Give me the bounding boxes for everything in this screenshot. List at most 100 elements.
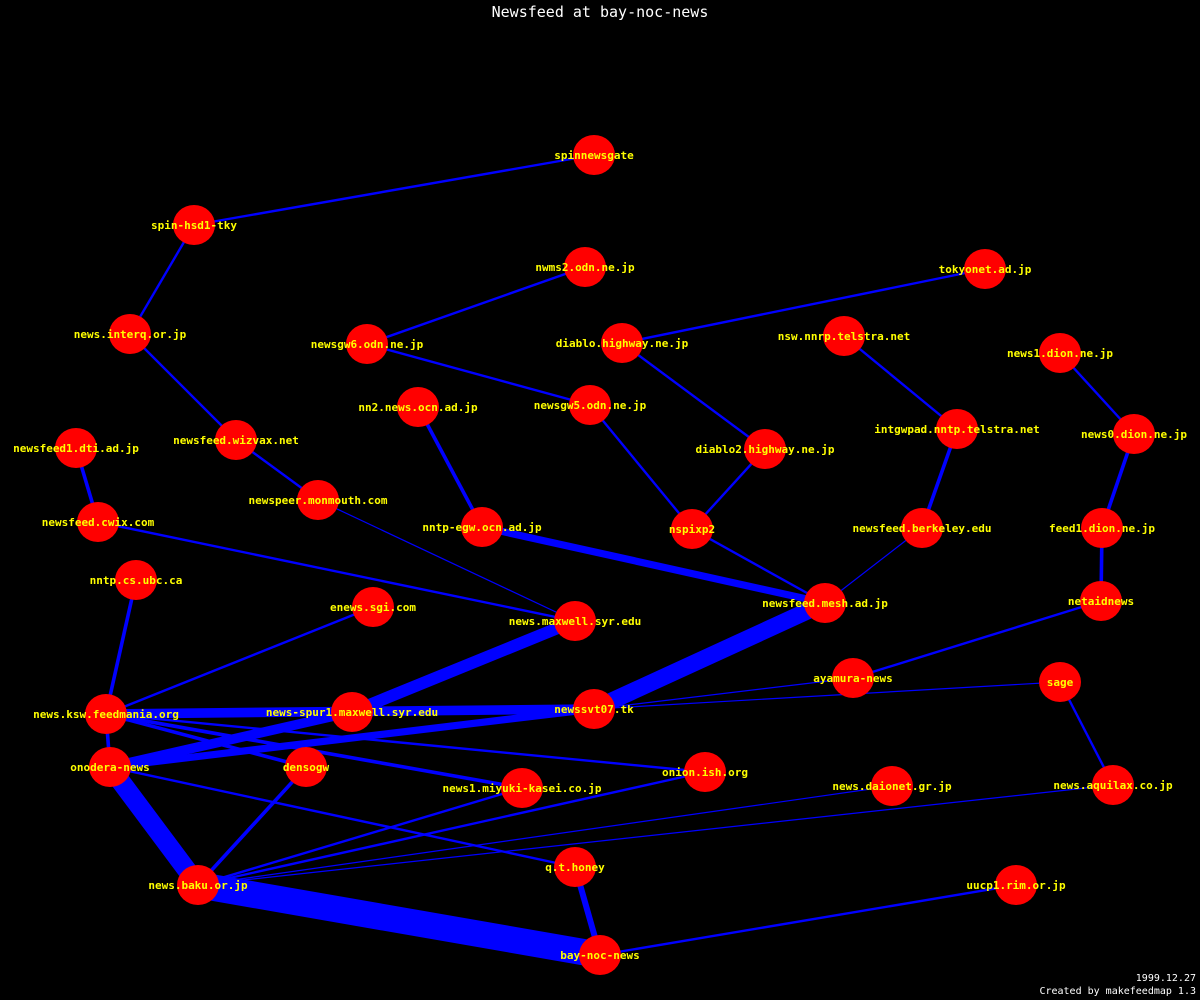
node-label: news1.dion.ne.jp <box>1007 347 1113 360</box>
feed-edge-diablo-highway-ne-jp-to-diablo2-highway-ne-jp <box>621 342 766 450</box>
node-circle <box>554 847 596 887</box>
node-label: newsfeed.wizvax.net <box>173 434 299 447</box>
node-diablo2-highway-ne-jp: diablo2.highway.ne.jp <box>695 429 835 469</box>
node-netaidnews: netaidnews <box>1068 581 1134 621</box>
node-circle <box>684 752 726 792</box>
feed-edge-news-ksw-feedmania-org-to-densogw <box>105 712 307 769</box>
node-sage: sage <box>1039 662 1081 702</box>
node-circle <box>832 658 874 698</box>
node-label: newsfeed.cwix.com <box>42 516 155 529</box>
node-news1-miyuki-kasei-co-jp: news1.miyuki-kasei.co.jp <box>443 768 602 808</box>
node-circle <box>77 502 119 542</box>
node-label: nwms2.odn.ne.jp <box>535 261 635 274</box>
node-circle <box>55 428 97 468</box>
node-label: ayamura-news <box>813 672 892 685</box>
feed-edge-news-interq-or-jp-to-newsfeed-wizvax-net <box>129 333 237 441</box>
node-circle <box>936 409 978 449</box>
node-feed1-dion-ne-jp: feed1.dion.ne.jp <box>1049 508 1155 548</box>
node-circle <box>579 935 621 975</box>
node-circle <box>995 865 1037 905</box>
node-circle <box>85 694 127 734</box>
node-circle <box>109 314 151 354</box>
feed-edge-newssvt07-tk-to-ayamura-news <box>593 677 854 710</box>
node-circle <box>671 509 713 549</box>
feed-edge-bay-noc-news-to-uucp1-rim-or-jp <box>599 883 1017 957</box>
node-nwms2-odn-ne-jp: nwms2.odn.ne.jp <box>535 247 635 287</box>
feed-edge-news-baku-or-jp-to-bay-noc-news <box>195 871 603 969</box>
node-circle <box>461 507 503 547</box>
node-label: news.ksw.feedmania.org <box>33 708 179 721</box>
node-circle <box>297 480 339 520</box>
node-newspeer-monmouth-com: newspeer.monmouth.com <box>248 480 388 520</box>
node-newsfeed-cwix-com: newsfeed.cwix.com <box>42 502 155 542</box>
node-nntp-cs-ubc-ca: nntp.cs.ubc.ca <box>90 560 183 600</box>
map-date: 1999.12.27 <box>1135 973 1196 984</box>
feed-edge-newsfeed-cwix-com-to-news-maxwell-syr-edu <box>97 520 576 623</box>
node-newsfeed-berkeley-edu: newsfeed.berkeley.edu <box>852 508 992 548</box>
edges-layer <box>74 153 1136 969</box>
node-circle <box>1081 508 1123 548</box>
node-circle <box>573 689 615 729</box>
feed-edge-tokyonet-ad-jp-to-diablo-highway-ne-jp <box>621 267 986 345</box>
node-onodera-news: onodera-news <box>70 747 150 787</box>
node-circle <box>115 560 157 600</box>
feed-edge-newsgw6-odn-ne-jp-to-newsgw5-odn-ne-jp <box>366 342 591 407</box>
feed-edge-newsgw5-odn-ne-jp-to-nspixp2 <box>589 404 693 530</box>
node-tokyonet-ad-jp: tokyonet.ad.jp <box>939 249 1032 289</box>
feed-edge-newsfeed-mesh-ad-jp-to-newssvt07-tk <box>590 595 829 717</box>
feed-edge-spinnewsgate-to-spin-hsd1-tky <box>193 153 595 227</box>
node-label: diablo2.highway.ne.jp <box>695 443 834 456</box>
node-q-t-honey: q.t.honey <box>545 847 605 887</box>
node-label: nntp.cs.ubc.ca <box>90 574 183 587</box>
node-label: newsgw5.odn.ne.jp <box>534 399 647 412</box>
node-nn2-news-ocn-ad-jp: nn2.news.ocn.ad.jp <box>358 387 478 427</box>
node-label: intgwpad.nntp.telstra.net <box>874 423 1040 436</box>
node-circle <box>331 692 373 732</box>
node-label: nspixp2 <box>669 523 715 536</box>
node-spinnewsgate: spinnewsgate <box>554 135 634 175</box>
node-circle <box>901 508 943 548</box>
node-circle <box>871 766 913 806</box>
node-circle <box>1113 414 1155 454</box>
node-intgwpad-nntp-telstra-net: intgwpad.nntp.telstra.net <box>874 409 1040 449</box>
feed-edge-news-ksw-feedmania-org-to-onion-ish-org <box>105 712 706 774</box>
node-circle <box>89 747 131 787</box>
feed-edge-nntp-cs-ubc-ca-to-news-ksw-feedmania-org <box>104 579 138 715</box>
node-label: news0.dion.ne.jp <box>1081 428 1187 441</box>
node-nspixp2: nspixp2 <box>669 509 715 549</box>
feed-edge-news-baku-or-jp-to-onion-ish-org <box>197 770 706 887</box>
node-circle <box>177 865 219 905</box>
node-circle <box>573 135 615 175</box>
node-label: netaidnews <box>1068 595 1134 608</box>
node-label: feed1.dion.ne.jp <box>1049 522 1155 535</box>
feed-edge-onodera-news-to-q-t-honey <box>109 765 576 869</box>
node-news-baku-or-jp: news.baku.or.jp <box>148 865 248 905</box>
node-label: sage <box>1047 676 1074 689</box>
node-news-maxwell-syr-edu: news.maxwell.syr.edu <box>509 601 641 641</box>
node-circle <box>823 316 865 356</box>
node-label: newsfeed.berkeley.edu <box>852 522 991 535</box>
node-onion-ish-org: onion.ish.org <box>662 752 748 792</box>
node-news-interq-or-jp: news.interq.or.jp <box>74 314 187 354</box>
node-circle <box>1080 581 1122 621</box>
node-newsfeed-mesh-ad-jp: newsfeed.mesh.ad.jp <box>762 583 888 623</box>
node-label: nsw.nnrp.telstra.net <box>778 330 910 343</box>
node-circle <box>569 385 611 425</box>
node-label: uucp1.rim.or.jp <box>966 879 1066 892</box>
node-densogw: densogw <box>283 747 330 787</box>
feed-edge-netaidnews-to-ayamura-news <box>852 599 1102 680</box>
feed-edge-nntp-egw-ocn-ad-jp-to-newsfeed-mesh-ad-jp <box>481 523 826 607</box>
feed-edge-densogw-to-news-baku-or-jp <box>196 765 308 887</box>
node-circle <box>1092 765 1134 805</box>
node-news1-dion-ne-jp: news1.dion.ne.jp <box>1007 333 1113 373</box>
feed-edge-newssvt07-tk-to-sage <box>593 681 1061 710</box>
node-label: newsgw6.odn.ne.jp <box>311 338 424 351</box>
node-label: news.baku.or.jp <box>148 879 248 892</box>
node-label: news1.miyuki-kasei.co.jp <box>443 782 602 795</box>
node-circle <box>1039 662 1081 702</box>
node-newssvt07-tk: newssvt07.tk <box>554 689 634 729</box>
feed-edge-news-baku-or-jp-to-news-aquilax-co-jp <box>197 784 1114 886</box>
feed-edge-nn2-news-ocn-ad-jp-to-nntp-egw-ocn-ad-jp <box>416 406 484 528</box>
node-nsw-nnrp-telstra-net: nsw.nnrp.telstra.net <box>778 316 910 356</box>
node-news-daionet-gr-jp: news.daionet.gr.jp <box>832 766 952 806</box>
